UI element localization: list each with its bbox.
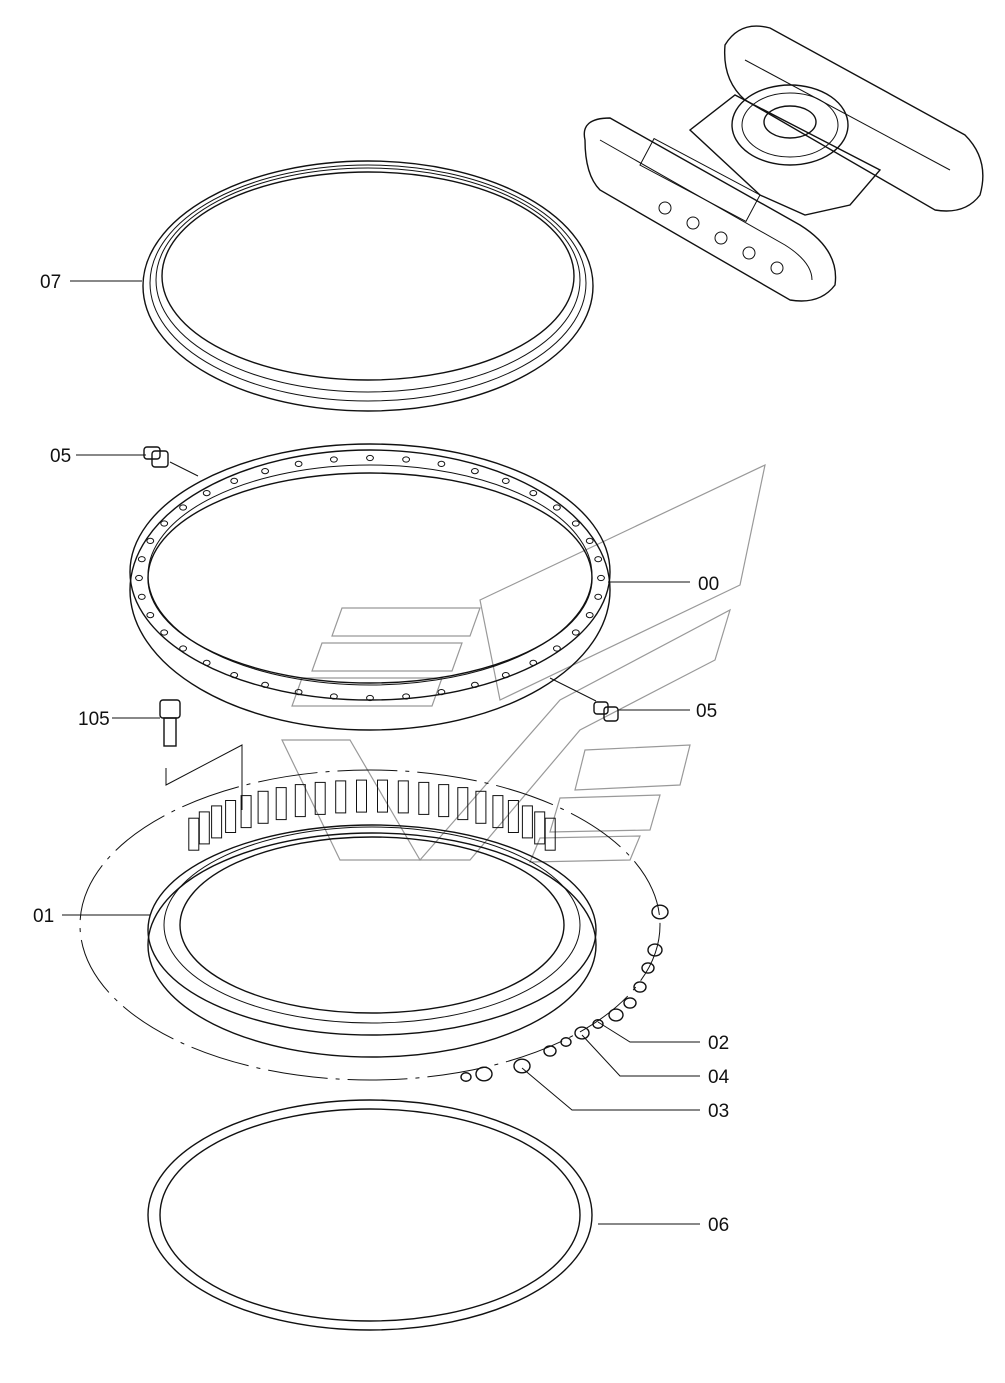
bolt-hole	[597, 574, 605, 582]
bolt-hole	[366, 694, 374, 702]
bolt-hole	[160, 629, 169, 636]
roller	[647, 943, 663, 957]
label-04: 04	[708, 1067, 730, 1088]
bolt-hole	[402, 693, 411, 700]
label-01: 01	[33, 906, 54, 927]
bolt-hole	[501, 672, 510, 679]
bolt-holes	[135, 454, 605, 702]
gear-tooth	[475, 790, 487, 824]
gear-tooth	[507, 800, 519, 833]
bolt-hole	[137, 593, 146, 600]
seal-ring-06	[147, 1099, 593, 1331]
bolt-hole	[294, 460, 303, 467]
gear-tooth	[356, 779, 367, 813]
bolt-hole	[437, 460, 446, 467]
gear-tooth	[198, 811, 210, 845]
bolt-hole	[471, 468, 479, 475]
label-06: 06	[708, 1215, 729, 1236]
undercarriage-illustration	[583, 25, 984, 302]
roller	[513, 1058, 531, 1074]
gear-tooth	[225, 800, 237, 833]
bolt-hole	[366, 454, 374, 462]
roller	[651, 904, 669, 920]
gear-tooth	[457, 787, 469, 821]
bolt-hole	[585, 612, 594, 619]
gear-tooth	[544, 817, 556, 851]
roller	[560, 1037, 572, 1047]
bolt-hole	[230, 672, 239, 679]
bolt-hole	[571, 520, 580, 527]
bolt-hole	[330, 693, 338, 700]
bearing-outer-race-00	[129, 443, 611, 731]
bolt-hole	[529, 659, 538, 667]
gear-tooth	[438, 784, 450, 818]
bolt-hole	[202, 490, 211, 497]
roller	[592, 1019, 604, 1029]
bolt-hole	[471, 681, 479, 689]
bolt-hole	[146, 537, 155, 545]
grease-nipple-05-upper	[143, 446, 199, 477]
bolt-hole	[402, 456, 411, 463]
seal-ring-07	[142, 160, 594, 412]
roller	[574, 1026, 590, 1040]
bolt-hole	[137, 556, 146, 563]
gear-tooth	[397, 780, 409, 814]
bolt-hole	[553, 645, 561, 652]
grease-nipple-05-lower	[549, 677, 619, 722]
bolt-hole	[529, 490, 538, 497]
bolt-hole	[261, 681, 270, 689]
bolt-hole	[261, 468, 270, 475]
bolt-hole	[501, 477, 510, 484]
bolt-hole	[594, 556, 603, 563]
label-05-upper: 05	[50, 446, 71, 467]
gear-tooth	[335, 780, 347, 814]
gear-teeth	[188, 779, 556, 851]
inner-race-gear-01	[79, 769, 661, 1081]
gear-tooth	[211, 805, 223, 839]
part-labels: 07 05 00 05 105 01 02 04 03 06	[33, 272, 730, 1236]
bolt-hole	[594, 593, 603, 600]
gear-tooth	[240, 795, 252, 829]
label-05-lower: 05	[696, 701, 717, 722]
bolt-hole	[135, 574, 143, 582]
roller	[633, 981, 647, 993]
bolt-hole	[553, 504, 561, 511]
gear-tooth	[188, 817, 200, 851]
gear-tooth	[294, 784, 306, 818]
gear-tooth	[377, 779, 388, 813]
gear-tooth	[314, 781, 326, 815]
bolt-hole	[571, 629, 580, 636]
bolt-hole	[330, 456, 338, 463]
roller	[460, 1072, 472, 1082]
label-02: 02	[708, 1033, 729, 1054]
bolt-hole	[202, 659, 211, 667]
bolt-105	[159, 699, 243, 810]
bolt-hole	[179, 504, 188, 511]
roller	[641, 962, 655, 974]
gear-tooth	[275, 787, 287, 821]
label-03: 03	[708, 1101, 729, 1122]
label-105: 105	[78, 709, 110, 730]
watermark-logo	[281, 463, 766, 863]
bolt-hole	[160, 520, 169, 527]
bolt-hole	[146, 612, 155, 619]
label-07: 07	[40, 272, 61, 293]
bolt-hole	[179, 645, 188, 652]
gear-tooth	[492, 795, 504, 829]
gear-tooth	[418, 781, 430, 815]
bolt-hole	[294, 689, 303, 696]
roller	[608, 1008, 624, 1022]
bolt-hole	[230, 477, 239, 484]
roller	[623, 997, 637, 1009]
gear-tooth	[257, 790, 269, 824]
leader-lines	[62, 280, 700, 1225]
label-00: 00	[698, 574, 719, 595]
roller	[543, 1045, 557, 1057]
roller	[475, 1066, 493, 1082]
bolt-hole	[437, 689, 446, 696]
bolt-hole	[585, 537, 594, 545]
gear-tooth	[521, 805, 533, 839]
rollers-and-spacers	[460, 904, 669, 1082]
